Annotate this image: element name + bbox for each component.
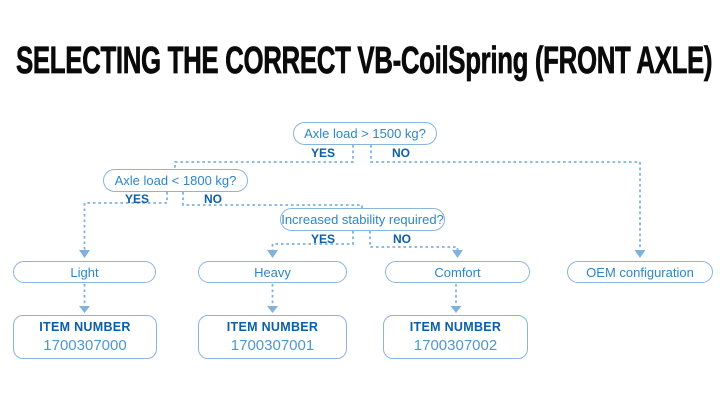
yes-label-d3: YES (310, 232, 335, 246)
result-label: Light (70, 264, 99, 280)
decision-box-axle-load-1500: Axle load > 1500 kg? (293, 122, 437, 145)
item-number-box-2: ITEM NUMBER 1700307001 (198, 315, 347, 359)
arrowhead-comfort (452, 250, 463, 258)
item-number-value: 1700307001 (230, 337, 315, 354)
item-number-value: 1700307002 (413, 337, 498, 354)
no-label-d1: NO (392, 146, 410, 160)
decision-question: Axle load < 1800 kg? (114, 173, 237, 188)
item-number-box-1: ITEM NUMBER 1700307000 (13, 315, 157, 359)
arrowhead-oem (634, 250, 646, 258)
item-number-box-3: ITEM NUMBER 1700307002 (383, 315, 528, 359)
item-number-value: 1700307000 (43, 337, 127, 354)
result-box-oem-configuration: OEM configuration (567, 261, 713, 283)
decision-box-increased-stability: Increased stability required? (280, 208, 445, 231)
arrowhead-item-2 (267, 306, 278, 313)
result-label: Heavy (254, 264, 291, 280)
no-label-d3: NO (393, 232, 411, 246)
decision-question: Increased stability required? (281, 212, 444, 227)
decision-question: Axle load > 1500 kg? (304, 126, 426, 141)
page-title: SELECTING THE CORRECT VB-CoilSpring (FRO… (16, 40, 713, 82)
arrowhead-item-3 (450, 306, 462, 313)
item-number-heading: ITEM NUMBER (409, 320, 502, 334)
yes-label-d2: YES (124, 192, 149, 206)
result-label: Comfort (434, 264, 481, 280)
decision-box-axle-load-1800: Axle load < 1800 kg? (103, 169, 248, 192)
item-number-heading: ITEM NUMBER (39, 320, 131, 334)
arrowhead-light (79, 250, 90, 258)
result-label: OEM configuration (586, 264, 694, 280)
result-box-comfort: Comfort (385, 261, 530, 283)
arrowhead-heavy (267, 250, 278, 258)
item-number-heading: ITEM NUMBER (226, 320, 319, 334)
result-box-light: Light (13, 261, 156, 283)
result-box-heavy: Heavy (198, 261, 347, 283)
no-label-d2: NO (204, 192, 222, 206)
yes-label-d1: YES (310, 146, 335, 160)
arrowhead-item-1 (79, 306, 90, 313)
